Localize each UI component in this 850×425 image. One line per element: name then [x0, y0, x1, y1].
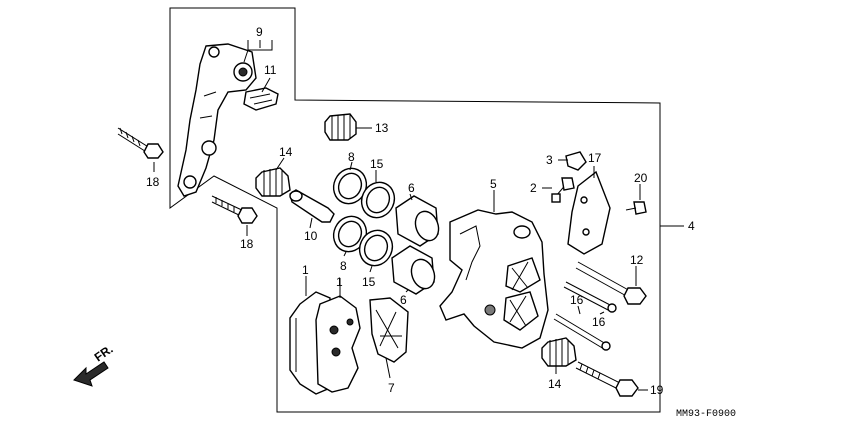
- bleeder-cap-3: [565, 151, 587, 171]
- pad-spring-clip: [243, 87, 279, 111]
- callout-6-upper: 6: [408, 181, 415, 195]
- pad-shim-7: [369, 297, 409, 363]
- callout-15-upper: 15: [370, 157, 384, 171]
- callout-2: 2: [530, 181, 537, 195]
- bolt-18-lower: [211, 195, 258, 224]
- callout-19: 19: [650, 383, 664, 397]
- caliper-bracket: [177, 43, 257, 197]
- caliper-body-5: [439, 209, 549, 349]
- brake-pad-1-inner: [315, 295, 361, 393]
- callout-20: 20: [634, 171, 648, 185]
- pin-bolt-12: [575, 261, 647, 305]
- callout-17: 17: [588, 151, 602, 165]
- callout-7: 7: [388, 381, 395, 395]
- diagram-code: MM93-F0900: [676, 409, 736, 420]
- bolt-20: [625, 201, 647, 215]
- callout-13: 13: [375, 121, 389, 135]
- callout-12: 12: [630, 253, 644, 267]
- callout-18-upper: 18: [146, 175, 160, 189]
- bracket-frame-outline: [169, 7, 661, 413]
- callout-3: 3: [546, 153, 553, 167]
- dust-seal-15-upper: [360, 181, 396, 219]
- dust-boot-13: [324, 113, 357, 141]
- callout-6-lower: 6: [400, 293, 407, 307]
- bolt-18-upper: [117, 127, 164, 159]
- direction-label: FR.: [92, 342, 116, 365]
- pad-retainer-17: [567, 170, 611, 255]
- callout-8-upper: 8: [348, 150, 355, 164]
- piston-6-upper: [395, 195, 440, 247]
- callout-labels: 9 11 13 18 18 14 8 15 6 5 10 8 15 6 1 1 …: [146, 25, 695, 397]
- piston-seal-8-upper: [332, 167, 368, 205]
- pad-pin-16-lower: [553, 313, 611, 351]
- callout-10: 10: [304, 229, 318, 243]
- dust-boot-14-right: [541, 337, 577, 367]
- slide-pin-10: [289, 189, 335, 223]
- callout-1-outer: 1: [302, 263, 309, 277]
- dust-seal-15-lower: [358, 229, 394, 267]
- bleeder-valve-2: [551, 177, 575, 203]
- callout-15-lower: 15: [362, 275, 376, 289]
- callout-8-lower: 8: [340, 259, 347, 273]
- pad-pin-16-upper: [563, 281, 617, 313]
- callout-16-lower: 16: [592, 315, 606, 329]
- piston-seal-8-lower: [332, 215, 368, 253]
- callout-5: 5: [490, 177, 497, 191]
- piston-6-lower: [391, 245, 436, 295]
- callout-16-upper: 16: [570, 293, 584, 307]
- callout-14-left: 14: [279, 145, 293, 159]
- callout-4: 4: [688, 219, 695, 233]
- callout-14-right: 14: [548, 377, 562, 391]
- dust-boot-14-left: [255, 167, 291, 197]
- callout-18-lower: 18: [240, 237, 254, 251]
- bolt-19: [575, 361, 639, 397]
- callout-9: 9: [256, 25, 263, 39]
- leader-lines: [153, 40, 684, 391]
- callout-11: 11: [264, 63, 277, 77]
- front-direction-arrow-icon: FR.: [73, 342, 116, 387]
- callout-1-inner: 1: [336, 275, 343, 289]
